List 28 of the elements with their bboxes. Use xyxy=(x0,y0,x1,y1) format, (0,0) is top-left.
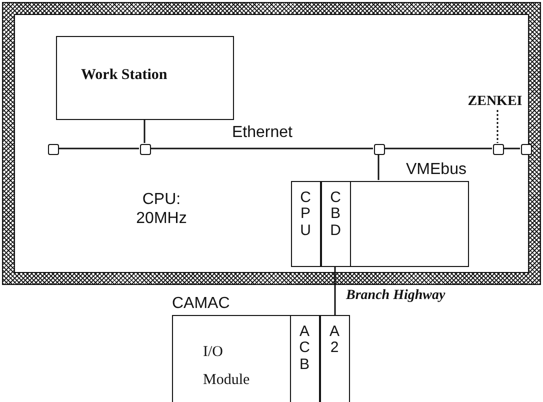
card-label: CBD xyxy=(329,190,342,240)
connector-line xyxy=(378,154,380,180)
module-card xyxy=(290,314,320,402)
workstation-box xyxy=(56,36,234,120)
box-label: Work Station xyxy=(81,67,168,84)
node-label: ZENKEI xyxy=(463,93,527,111)
workstation-enclosure xyxy=(2,2,541,285)
connector-line xyxy=(150,148,373,150)
card-label: ACB xyxy=(298,324,311,374)
connector-line xyxy=(144,119,146,143)
dotted-line xyxy=(496,110,498,143)
card-label: A2 xyxy=(328,324,340,358)
module-label: I/O Module xyxy=(203,343,251,390)
card-label: CPU xyxy=(299,190,312,240)
ethernet-tap xyxy=(521,144,532,155)
spec-text: CPU: 20MHz xyxy=(135,190,188,228)
ethernet-tap xyxy=(140,144,151,155)
connector-line xyxy=(384,148,492,150)
module-card xyxy=(320,180,350,266)
bus-label: VMEbus xyxy=(406,161,466,179)
connector-line xyxy=(334,266,336,315)
ethernet-tap xyxy=(493,144,504,155)
edge-label: Branch Highway xyxy=(344,288,448,304)
ethernet-tap xyxy=(48,144,59,155)
ethernet-tap xyxy=(374,144,385,155)
connector-line xyxy=(58,148,139,150)
connector-line xyxy=(503,148,520,150)
crate-label: CAMAC xyxy=(172,295,230,313)
